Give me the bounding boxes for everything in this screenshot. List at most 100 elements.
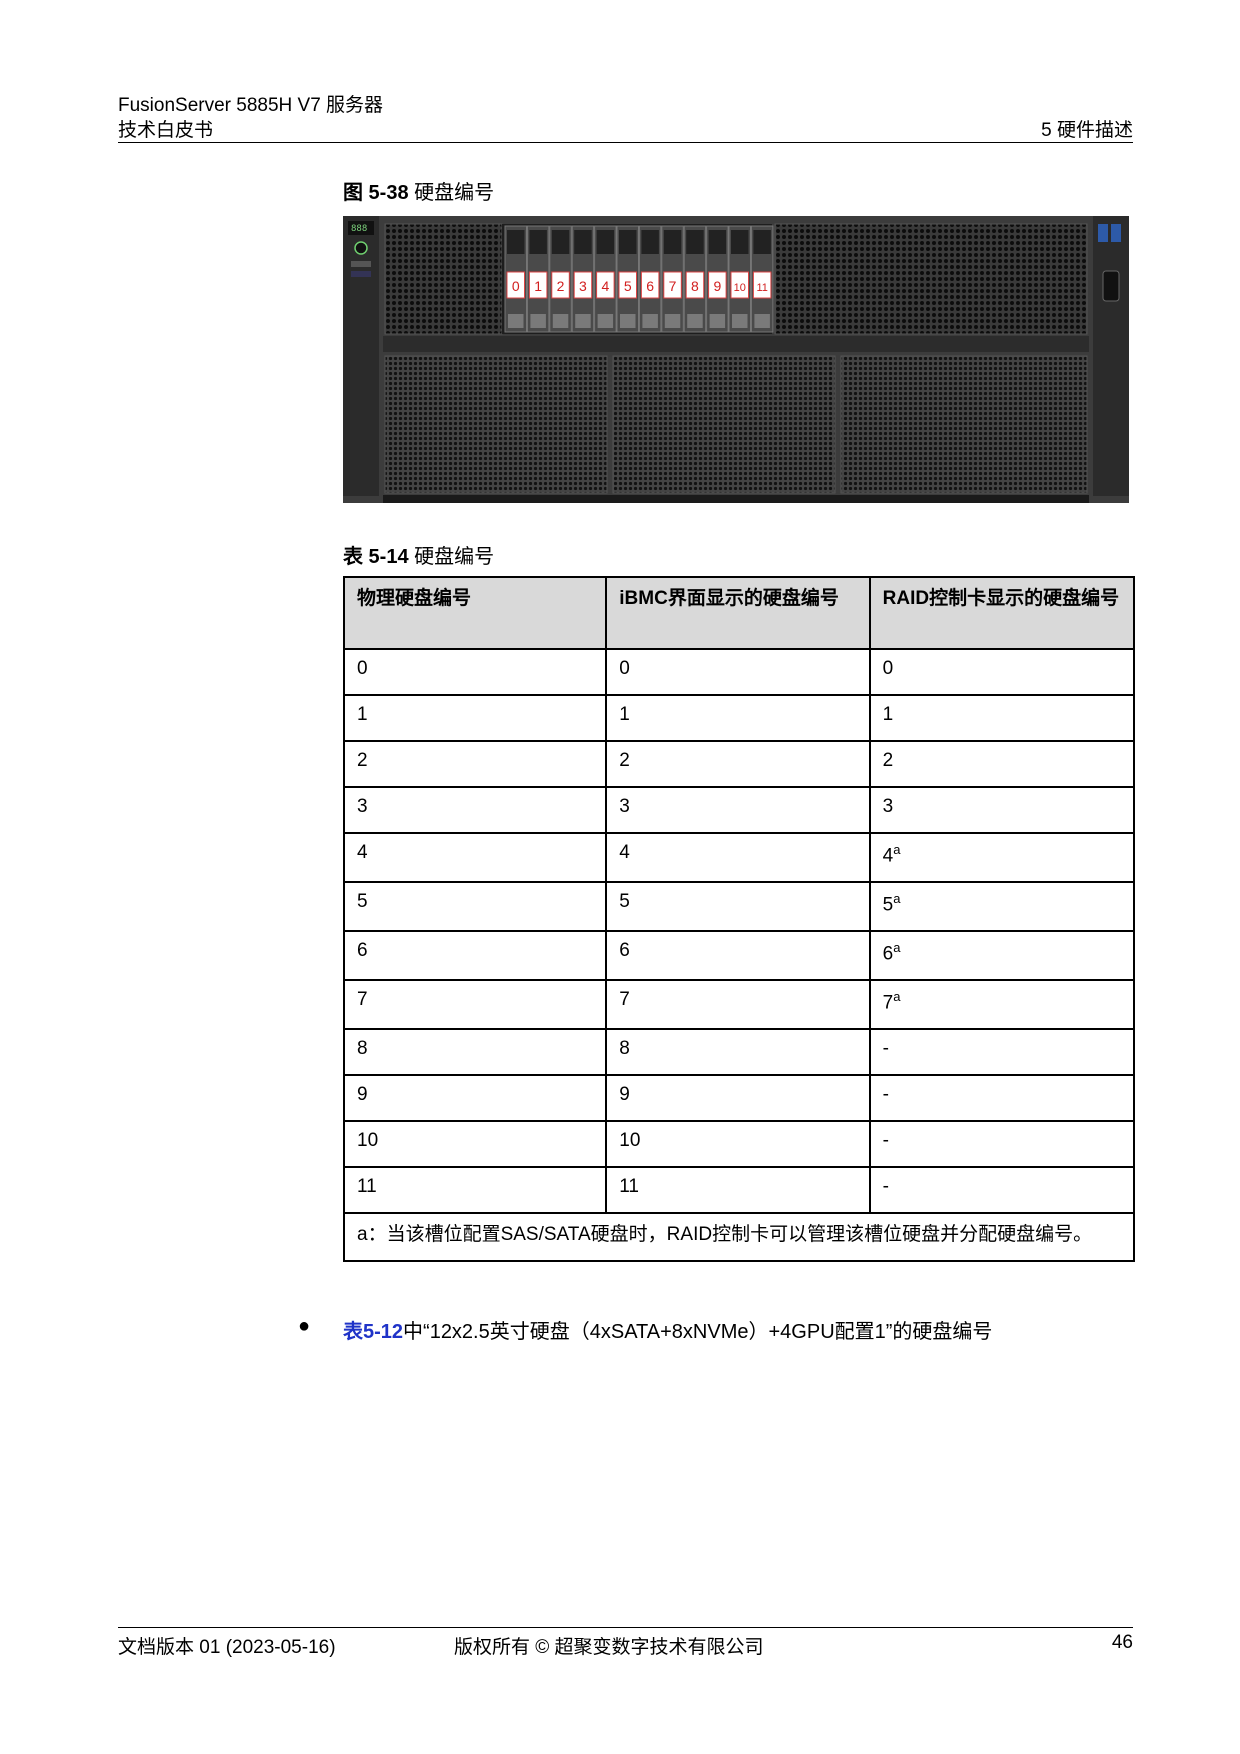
table-5-12-link[interactable]: 表5-12: [343, 1321, 404, 1343]
cell-physical-number: 1: [342, 694, 608, 742]
drive-slot-number: 8: [691, 278, 699, 294]
footnote-marker: a: [893, 989, 901, 1004]
cell-raid-number: 4a: [868, 832, 1136, 883]
drive-slot-handle: [754, 314, 770, 328]
cell-value: 1: [357, 704, 368, 725]
cell-value: 3: [882, 796, 894, 817]
page-header: FusionServer 5885H V7 服务器 技术白皮书 5 硬件描述: [118, 88, 1133, 143]
chapter-title: 5 硬件描述: [1041, 120, 1133, 141]
cell-value: 3: [357, 796, 368, 817]
cell-value: 7: [357, 989, 368, 1010]
drive-slot-label-box: [596, 271, 615, 299]
figure-number: 图 5-38: [343, 182, 409, 204]
drive-slot-label-box: [730, 271, 749, 299]
cell-value: 3: [619, 796, 630, 817]
drive-slot-label-box: [506, 271, 525, 299]
cell-raid-number: 2: [868, 740, 1136, 788]
page-footer: 文档版本 01 (2023-05-16) 版权所有 © 超聚变数字技术有限公司 …: [118, 1627, 1133, 1658]
drive-slot-vent: [641, 230, 659, 254]
header-physical-disk-number: 物理硬盘编号: [342, 576, 608, 650]
drive-slot-handle: [732, 314, 748, 328]
cell-physical-number: 4: [342, 832, 608, 883]
cell-value: 5: [619, 891, 630, 912]
cell-physical-number: 7: [342, 979, 608, 1030]
drive-slot: 3: [571, 225, 595, 333]
cell-value: -: [882, 1038, 889, 1059]
cell-value: 1: [619, 704, 630, 725]
cell-ibmc-number: 8: [605, 1028, 871, 1076]
drive-slot: 8: [683, 225, 707, 333]
drive-slot-number: 3: [579, 278, 587, 294]
cell-ibmc-number: 11: [605, 1166, 871, 1214]
cell-physical-number: 3: [342, 786, 608, 834]
drive-slot-vent: [529, 230, 547, 254]
drive-slot-vent: [551, 230, 570, 254]
cell-value: 2: [882, 750, 894, 771]
cell-value: 11: [357, 1176, 377, 1197]
cell-value: 4: [882, 845, 894, 867]
drive-slot-label-box: [752, 271, 772, 299]
footnote-marker: a: [893, 842, 901, 857]
cell-ibmc-number: 1: [605, 694, 871, 742]
cell-raid-number: 6a: [868, 930, 1136, 981]
drive-slot-vent: [753, 230, 771, 254]
drive-slot-number: 0: [512, 278, 520, 294]
cell-physical-number: 10: [342, 1120, 608, 1168]
cell-value: 0: [357, 658, 368, 679]
cell-value: 0: [619, 658, 630, 679]
drive-slot-number: 10: [734, 282, 746, 294]
cell-raid-number: -: [868, 1120, 1136, 1168]
drive-slot: 7: [661, 225, 684, 333]
drive-slot-vent: [507, 230, 525, 254]
cell-ibmc-number: 2: [605, 740, 871, 788]
cell-value: 6: [619, 940, 630, 961]
cell-physical-number: 2: [342, 740, 608, 788]
header-raid-disk-number: RAID控制卡显示的硬盘编号: [868, 576, 1136, 650]
table-row: 11 11 -: [342, 1166, 1136, 1214]
table-row: 0 0 0: [342, 648, 1136, 696]
drive-slot: 1: [526, 225, 550, 333]
cell-raid-number: 0: [868, 648, 1136, 696]
table-header-row: 物理硬盘编号 iBMC界面显示的硬盘编号 RAID控制卡显示的硬盘编号: [342, 576, 1136, 650]
cell-value: 6: [357, 940, 368, 961]
cell-value: -: [882, 1130, 889, 1151]
cell-ibmc-number: 0: [605, 648, 871, 696]
cell-value: 5: [882, 894, 894, 916]
drive-slot-handle: [709, 314, 726, 328]
cell-value: 5: [357, 891, 368, 912]
drive-slot-number: 1: [534, 278, 542, 294]
drive-slot-number: 4: [601, 278, 609, 294]
drive-slot-number: 6: [646, 278, 654, 294]
cell-value: 6: [882, 943, 894, 965]
drive-slot-vent: [708, 230, 727, 254]
cell-physical-number: 11: [342, 1166, 608, 1214]
page-number: 46: [1111, 1632, 1133, 1653]
drive-slot-handle: [664, 314, 681, 328]
header-ibmc-disk-number: iBMC界面显示的硬盘编号: [605, 576, 871, 650]
drive-slot: 9: [706, 225, 729, 333]
cell-physical-number: 9: [342, 1074, 608, 1122]
cell-raid-number: 5a: [868, 881, 1136, 932]
cell-value: 4: [619, 842, 630, 863]
table-footnote: a：当该槽位配置SAS/SATA硬盘时，RAID控制卡可以管理该槽位硬盘并分配硬…: [343, 1212, 1135, 1262]
bullet-dot: ●: [298, 1315, 311, 1337]
cell-raid-number: 7a: [868, 979, 1136, 1030]
disk-number-table: 物理硬盘编号 iBMC界面显示的硬盘编号 RAID控制卡显示的硬盘编号 0 0 0 1…: [342, 576, 1136, 1262]
cell-value: -: [882, 1176, 889, 1197]
drive-slot-number: 7: [669, 278, 677, 294]
drive-slot-label-box: [708, 271, 727, 299]
table-number: 表 5-14: [343, 546, 409, 568]
drive-slot-handle: [552, 314, 569, 328]
drive-slot: 6: [638, 225, 662, 333]
drive-slot-handle: [620, 314, 636, 328]
figure-caption: 图 5-38 硬盘编号: [343, 176, 494, 205]
cell-value: 11: [619, 1176, 639, 1197]
cell-ibmc-number: 10: [605, 1120, 871, 1168]
svg-text:888: 888: [351, 224, 367, 234]
cell-value: 10: [357, 1130, 379, 1151]
